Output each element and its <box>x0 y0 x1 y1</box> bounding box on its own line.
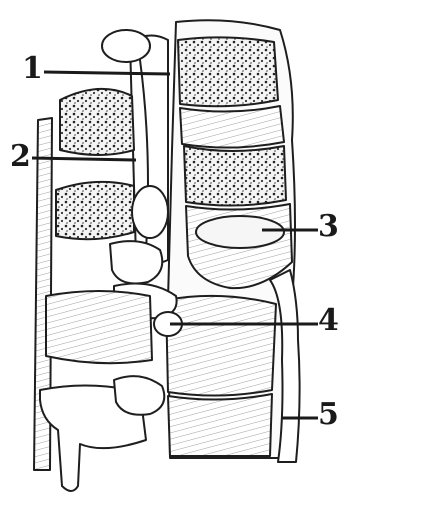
upper-lamina <box>59 87 135 156</box>
upper-vertebral-body <box>177 36 279 108</box>
label-5: 5 <box>318 397 339 432</box>
label-4: 4 <box>318 303 339 338</box>
leader-line-1 <box>43 70 171 76</box>
middle-vertebral-body <box>183 145 287 207</box>
lower-vertebral-body <box>165 294 277 397</box>
leader-line-2 <box>31 156 137 162</box>
label-2: 2 <box>10 139 31 174</box>
label-3: 3 <box>318 209 339 244</box>
anterior-ligament <box>269 269 301 463</box>
lowest-vertebral-body <box>167 393 273 457</box>
nucleus-pulposus <box>195 215 285 249</box>
upper-disc <box>179 105 285 149</box>
label-1: 1 <box>22 51 43 86</box>
middle-lamina <box>55 180 135 241</box>
